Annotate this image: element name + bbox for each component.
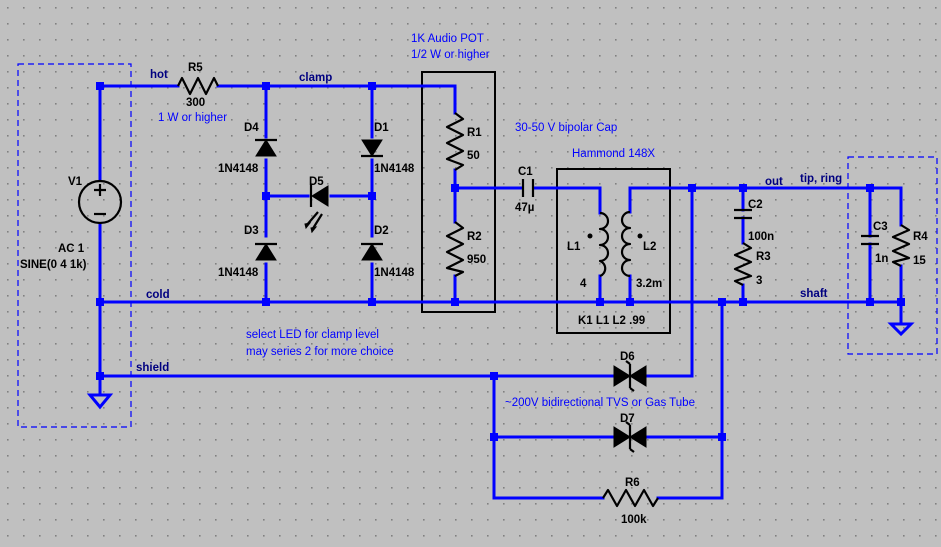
d3-diode[interactable] xyxy=(255,242,277,261)
r3-value: 3 xyxy=(756,275,762,287)
l2-value: 3.2m xyxy=(636,278,662,290)
l2-label: L2 xyxy=(643,241,656,253)
d7-label: D7 xyxy=(620,413,635,425)
d2-label: D2 xyxy=(374,225,389,237)
r3-resistor[interactable] xyxy=(733,242,753,286)
l2-dot xyxy=(637,233,643,239)
transformer-title: Hammond 148X xyxy=(572,148,655,160)
ground-source xyxy=(86,393,114,410)
d7-tvs[interactable] xyxy=(613,421,647,453)
net-shaft: shaft xyxy=(800,288,828,300)
d4-label: D4 xyxy=(244,122,259,134)
cap-note: 30-50 V bipolar Cap xyxy=(515,122,617,134)
d1-part: 1N4148 xyxy=(374,163,415,175)
pot-box xyxy=(421,71,496,313)
l1-value: 4 xyxy=(580,278,587,290)
r5-rating-note: 1 W or higher xyxy=(158,112,227,124)
l1-label: L1 xyxy=(567,241,581,253)
ground-load xyxy=(887,322,915,337)
r2-label: R2 xyxy=(467,231,482,243)
r4-resistor[interactable] xyxy=(891,224,911,267)
l2-inductor[interactable] xyxy=(620,210,632,278)
d5-led[interactable] xyxy=(304,185,329,234)
r1-label: R1 xyxy=(467,127,482,139)
d3-label: D3 xyxy=(244,225,259,237)
net-clamp: clamp xyxy=(299,72,332,84)
d2-diode[interactable] xyxy=(361,242,383,261)
c2-label: C2 xyxy=(748,199,763,211)
junctions xyxy=(96,82,905,441)
source-block xyxy=(17,63,132,428)
d4-diode[interactable] xyxy=(255,138,277,157)
led-note-2: may series 2 for more choice xyxy=(246,346,394,358)
c2-capacitor[interactable] xyxy=(734,208,752,220)
pot-rating: 1/2 W or higher xyxy=(411,49,490,61)
r2-value: 950 xyxy=(467,254,486,266)
d6-tvs[interactable] xyxy=(613,360,647,392)
net-out: out xyxy=(765,176,783,188)
d1-diode[interactable] xyxy=(361,139,383,158)
r1-resistor[interactable] xyxy=(445,112,465,171)
d6-label: D6 xyxy=(620,351,635,363)
r5-resistor[interactable] xyxy=(177,76,219,96)
r5-label: R5 xyxy=(188,62,203,74)
r3-label: R3 xyxy=(756,251,771,263)
net-tip-ring: tip, ring xyxy=(800,173,842,185)
load-block xyxy=(847,156,938,355)
c1-value: 47µ xyxy=(515,202,534,214)
r6-value: 100k xyxy=(621,514,647,526)
coupling-label: K1 L1 L2 .99 xyxy=(578,315,645,327)
net-cold: cold xyxy=(146,289,170,301)
c1-capacitor[interactable] xyxy=(521,179,535,197)
r5-value: 300 xyxy=(186,97,205,109)
led-note-1: select LED for clamp level xyxy=(246,329,379,341)
v1-label: V1 xyxy=(68,176,83,188)
c1-label: C1 xyxy=(518,166,533,178)
c2-value: 100n xyxy=(748,231,774,243)
d4-part: 1N4148 xyxy=(218,163,259,175)
c3-value: 1n xyxy=(875,253,888,265)
r2-resistor[interactable] xyxy=(445,221,465,277)
r1-value: 50 xyxy=(467,150,480,162)
d1-label: D1 xyxy=(374,122,389,134)
r6-resistor[interactable] xyxy=(602,488,659,508)
d5-label: D5 xyxy=(309,176,324,188)
v1-source[interactable] xyxy=(77,179,123,225)
net-shield: shield xyxy=(136,362,169,374)
net-hot: hot xyxy=(150,69,168,81)
transformer-box xyxy=(556,168,671,334)
d3-part: 1N4148 xyxy=(218,267,259,279)
tvs-note: ~200V bidirectional TVS or Gas Tube xyxy=(505,397,695,409)
pot-title: 1K Audio POT xyxy=(411,33,484,45)
c3-label: C3 xyxy=(873,221,888,233)
r4-label: R4 xyxy=(913,231,928,243)
r4-value: 15 xyxy=(913,255,926,267)
v1-type: AC 1 xyxy=(58,243,85,255)
d2-part: 1N4148 xyxy=(374,267,415,279)
r6-label: R6 xyxy=(625,477,640,489)
l1-dot xyxy=(587,233,593,239)
v1-value: SINE(0 4 1k) xyxy=(20,259,87,271)
l1-inductor[interactable] xyxy=(598,211,610,278)
c3-capacitor[interactable] xyxy=(861,234,879,246)
